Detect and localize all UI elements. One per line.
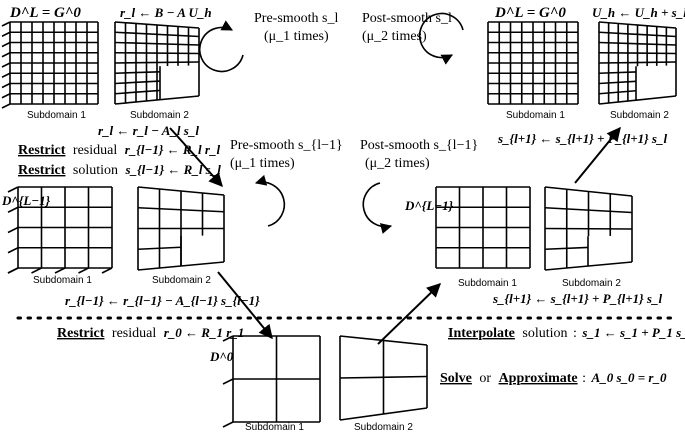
- subdomain1-caption-d: Subdomain 1: [458, 278, 517, 289]
- flow-arrows: [169, 126, 621, 345]
- coarse-grid-sub2: [339, 335, 428, 421]
- arrow-fine-to-mid: [169, 127, 223, 188]
- restrict-residual-line: Restrict residual r_{l−1} ← R_l r_l: [18, 142, 220, 158]
- mid-level-label-right: D^{L−1}: [404, 198, 454, 213]
- arrow-mid-to-fine: [574, 126, 621, 184]
- grids-layer: [1, 21, 677, 428]
- loop-pre-smooth-top: [198, 20, 244, 73]
- mid-level-label-left: D^{L−1}: [1, 193, 51, 208]
- subdomain2-caption-b: Subdomain 2: [610, 110, 669, 121]
- smoothing-loops: [198, 12, 464, 234]
- update-label-top: U_h ← U_h + s_l: [592, 5, 685, 20]
- fine-grid-label-right: D^L = G^0: [494, 5, 566, 21]
- residual-update-bottom: r_{l−1} ← r_{l−1} − A_{l−1} s_{l−1}: [65, 293, 260, 308]
- subdomain2-caption-c: Subdomain 2: [152, 275, 211, 286]
- subdomain2-caption-e: Subdomain 2: [354, 422, 413, 433]
- post-smooth-mid-times: (μ_2 times): [365, 156, 430, 171]
- mid-grid-right-sub1: [435, 186, 531, 269]
- subdomain1-caption-e: Subdomain 1: [245, 422, 304, 433]
- fine-grid-top-right-sub1: [487, 21, 579, 105]
- pre-smooth-top-text: Pre-smooth s_l: [254, 11, 339, 26]
- pre-smooth-mid-times: (μ_1 times): [230, 156, 295, 171]
- coarse-grid-sub1: [222, 335, 321, 428]
- post-smooth-top-times: (μ_2 times): [362, 29, 427, 44]
- post-smooth-mid-text: Post-smooth s_{l−1}: [360, 138, 478, 153]
- subdomain2-caption-d: Subdomain 2: [562, 278, 621, 289]
- fine-grid-top-left-sub1: [1, 21, 99, 109]
- loop-post-smooth-mid: [362, 182, 393, 234]
- mid-grid-left-sub1: [7, 186, 113, 274]
- arrow-mid-to-coarse: [217, 271, 273, 340]
- subdomain1-caption-c: Subdomain 1: [33, 275, 92, 286]
- subdomain1-caption-a: Subdomain 1: [27, 110, 86, 121]
- post-smooth-top-text: Post-smooth s_l: [362, 11, 452, 26]
- subdomain2-caption-a: Subdomain 2: [130, 110, 189, 121]
- pre-smooth-mid-text: Pre-smooth s_{l−1}: [230, 138, 343, 153]
- loop-post-smooth-top: [418, 12, 464, 65]
- residual-update-mid: r_l ← r_l − A_l s_l: [98, 123, 199, 138]
- pre-smooth-top-times: (μ_1 times): [264, 29, 329, 44]
- prolong-label-top: s_{l+1} ← s_{l+1} + P_{l+1} s_l: [497, 131, 667, 146]
- interpolate-line: Interpolate solution : s_1 ← s_1 + P_1 s…: [448, 325, 685, 341]
- mid-grid-right-sub2: [544, 186, 633, 271]
- subdomain1-caption-b: Subdomain 1: [506, 110, 565, 121]
- fine-grid-top-left-sub2: [114, 21, 200, 105]
- restrict-coarse-line: Restrict residual r_0 ← R_1 r_1: [57, 325, 244, 341]
- prolong-label-mid: s_{l+1} ← s_{l+1} + P_{l+1} s_l: [492, 291, 662, 306]
- arrow-coarse-to-mid: [377, 283, 442, 345]
- solve-line: Solve or Approximate : A_0 s_0 = r_0: [440, 370, 667, 386]
- loop-pre-smooth-mid: [254, 174, 286, 227]
- residual-label-top: r_l ← B − A U_h: [120, 5, 212, 20]
- restrict-solution-line: Restrict solution s_{l−1} ← R_l s_l: [18, 162, 221, 178]
- mid-grid-left-sub2: [137, 186, 225, 271]
- fine-grid-label-left: D^L = G^0: [9, 5, 81, 21]
- fine-grid-top-right-sub2: [598, 21, 677, 105]
- coarse-level-label: D^0: [209, 349, 234, 364]
